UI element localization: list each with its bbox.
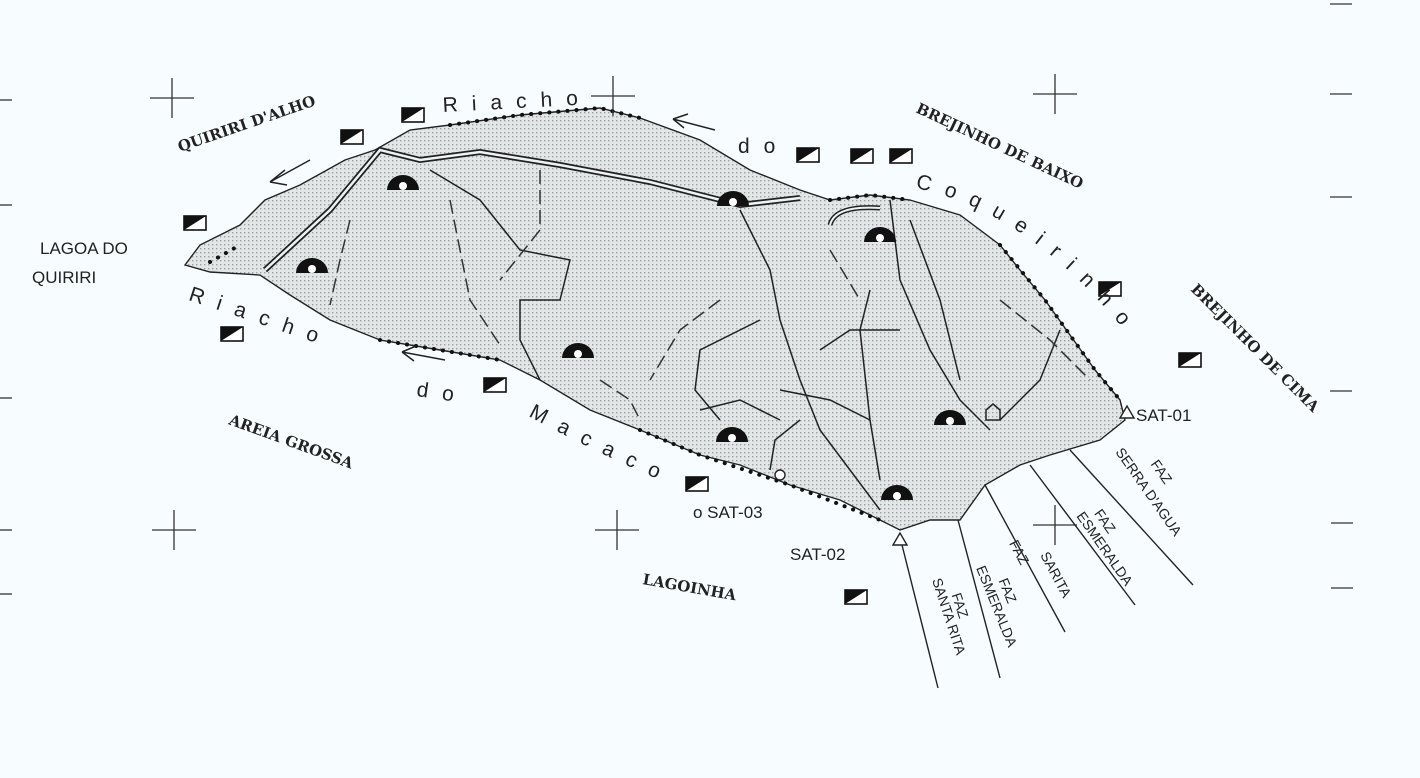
label-sat-01: SAT-01	[1136, 406, 1191, 425]
farm-label-esmeralda-1: FAZ ESMERALDA	[973, 563, 1020, 650]
intermittent-streams	[329, 170, 1091, 421]
label-brejinho-cima: BREJINHO DE CIMA	[1187, 280, 1323, 416]
svg-text:FAZ: FAZ	[1006, 537, 1032, 568]
label-lagoa-line2: QUIRIRI	[32, 268, 96, 287]
streams	[429, 169, 1061, 511]
svg-text:FAZ: FAZ	[949, 591, 972, 621]
label-lagoinha: LAGOINHA	[641, 570, 738, 604]
farm-label-serra-dagua: FAZ SERRA D'AGUA	[1113, 445, 1186, 540]
label-quiriri-dalho: QUIRIRI D'ALHO	[175, 92, 317, 156]
label-sat-03: o SAT-03	[693, 503, 763, 522]
label-areia-grossa: AREIA GROSSA	[226, 411, 356, 473]
svg-text:SERRA D'AGUA: SERRA D'AGUA	[1113, 445, 1186, 540]
label-riacho-macaco-2: do	[415, 378, 469, 408]
house-icon	[985, 403, 1001, 421]
station-icons	[774, 404, 1136, 546]
grid-ticks	[0, 3, 1353, 595]
main-river	[262, 146, 881, 273]
farm-label-esmeralda-2: FAZ ESMERALDA	[1074, 506, 1137, 589]
flow-arrow-icons	[269, 113, 716, 362]
label-lagoa-line1: LAGOA DO	[40, 239, 128, 258]
farm-boundaries	[901, 449, 1194, 689]
label-sat-02: SAT-02	[790, 545, 845, 564]
dotted-boundary	[208, 105, 1122, 522]
label-riacho-coqueirinho-2: do	[738, 135, 789, 158]
